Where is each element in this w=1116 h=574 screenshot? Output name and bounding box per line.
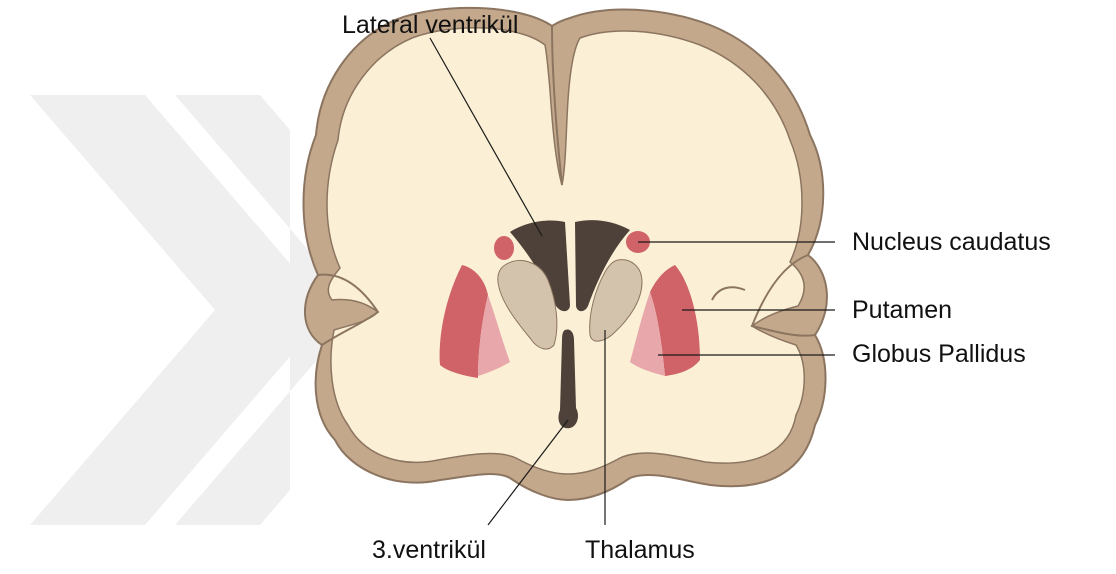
label-nucleus-caudatus: Nucleus caudatus — [852, 228, 1051, 256]
label-lateral-ventricle: Lateral ventrikül — [342, 11, 518, 39]
label-third-ventricle: 3.ventrikül — [372, 536, 486, 564]
left-nucleus-caudatus — [494, 236, 514, 260]
label-globus-pallidus: Globus Pallidus — [852, 340, 1026, 368]
label-putamen: Putamen — [852, 296, 952, 324]
label-thalamus: Thalamus — [585, 536, 695, 564]
